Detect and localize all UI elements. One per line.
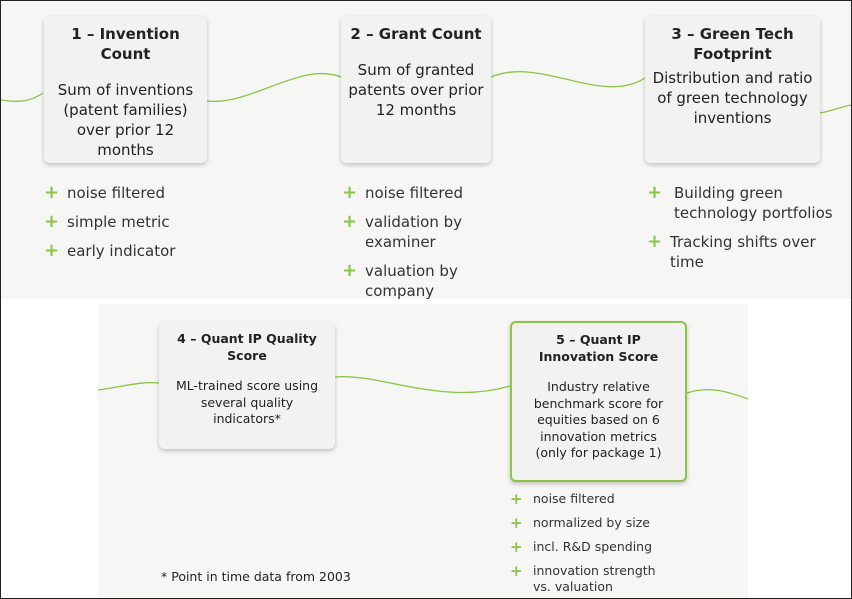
list-item: + innovation strength vs. valuation [510, 563, 673, 595]
plus-icon: + [647, 231, 663, 252]
step-card-4: 4 – Quant IP Quality Score ML-trained sc… [159, 322, 335, 449]
step-card-2: 2 – Grant Count Sum of granted patents o… [341, 16, 491, 163]
step-title: 5 – Quant IP Innovation Score [538, 332, 659, 364]
list-item: + Tracking shifts over time [647, 232, 837, 272]
plus-icon: + [44, 211, 60, 232]
bottom-wave-line [97, 376, 749, 400]
benefit-text: Tracking shifts over time [670, 233, 816, 271]
step-title: 1 – Invention Count [71, 25, 180, 63]
benefit-text: noise filtered [533, 491, 615, 506]
step-1-benefits: + noise filtered + simple metric + early in… [44, 183, 224, 270]
step-title: 2 – Grant Count [350, 25, 482, 43]
benefit-text: noise filtered [365, 184, 463, 202]
step-card-5: 5 – Quant IP Innovation Score Industry r… [510, 321, 687, 482]
plus-icon: + [647, 182, 663, 203]
step-title: 3 – Green Tech Footprint [671, 25, 794, 63]
plus-icon: + [44, 240, 60, 261]
benefit-text: valuation by company [365, 262, 458, 300]
benefit-text: noise filtered [67, 184, 165, 202]
benefit-text: early indicator [67, 242, 176, 260]
list-item: + normalized by size [510, 515, 710, 531]
plus-icon: + [510, 514, 523, 532]
step-2-benefits: +noise filtered +validation by examiner … [342, 183, 482, 310]
step-5-benefits: + noise filtered + normalized by size + inc… [510, 491, 710, 598]
benefit-text: Building green technology portfolios [674, 184, 833, 222]
step-description: Sum of granted patents over prior 12 mon… [348, 61, 484, 119]
list-item: + validation by examiner [342, 212, 482, 252]
step-3-benefits: + Building green technology portfolios + T… [647, 183, 837, 281]
step-description: Distribution and ratio of green technolo… [652, 69, 813, 127]
footnote: * Point in time data from 2003 [161, 569, 351, 584]
plus-icon: + [342, 260, 358, 281]
plus-icon: + [510, 538, 523, 556]
list-item: + noise filtered [44, 183, 224, 203]
benefit-text: simple metric [67, 213, 170, 231]
benefit-text: normalized by size [533, 515, 650, 530]
list-item: + Building green technology portfolios [647, 183, 837, 223]
plus-icon: + [510, 490, 523, 508]
step-title: 4 – Quant IP Quality Score [177, 331, 317, 363]
step-card-3: 3 – Green Tech Footprint Distribution an… [645, 16, 820, 163]
plus-icon: + [342, 211, 358, 232]
list-item: + noise filtered [510, 491, 710, 507]
plus-icon: + [342, 182, 358, 203]
plus-icon: + [44, 182, 60, 203]
step-description: Industry relative benchmark score for eq… [533, 379, 664, 460]
plus-icon: + [510, 562, 523, 580]
top-wave-line [1, 71, 851, 114]
list-item: + early indicator [44, 241, 224, 261]
benefit-text: incl. R&D spending [533, 539, 653, 554]
benefit-text: innovation strength vs. valuation [533, 563, 656, 594]
step-card-1: 1 – Invention Count Sum of inventions (p… [44, 16, 207, 163]
step-description: Sum of inventions (patent families) over… [57, 81, 194, 159]
benefit-text: validation by examiner [365, 213, 463, 251]
list-item: + simple metric [44, 212, 224, 232]
list-item: + incl. R&D spending [510, 539, 710, 555]
list-item: + noise filtered [342, 183, 482, 203]
step-description: ML-trained score using several quality i… [175, 378, 319, 426]
list-item: + valuation by company [342, 261, 482, 301]
